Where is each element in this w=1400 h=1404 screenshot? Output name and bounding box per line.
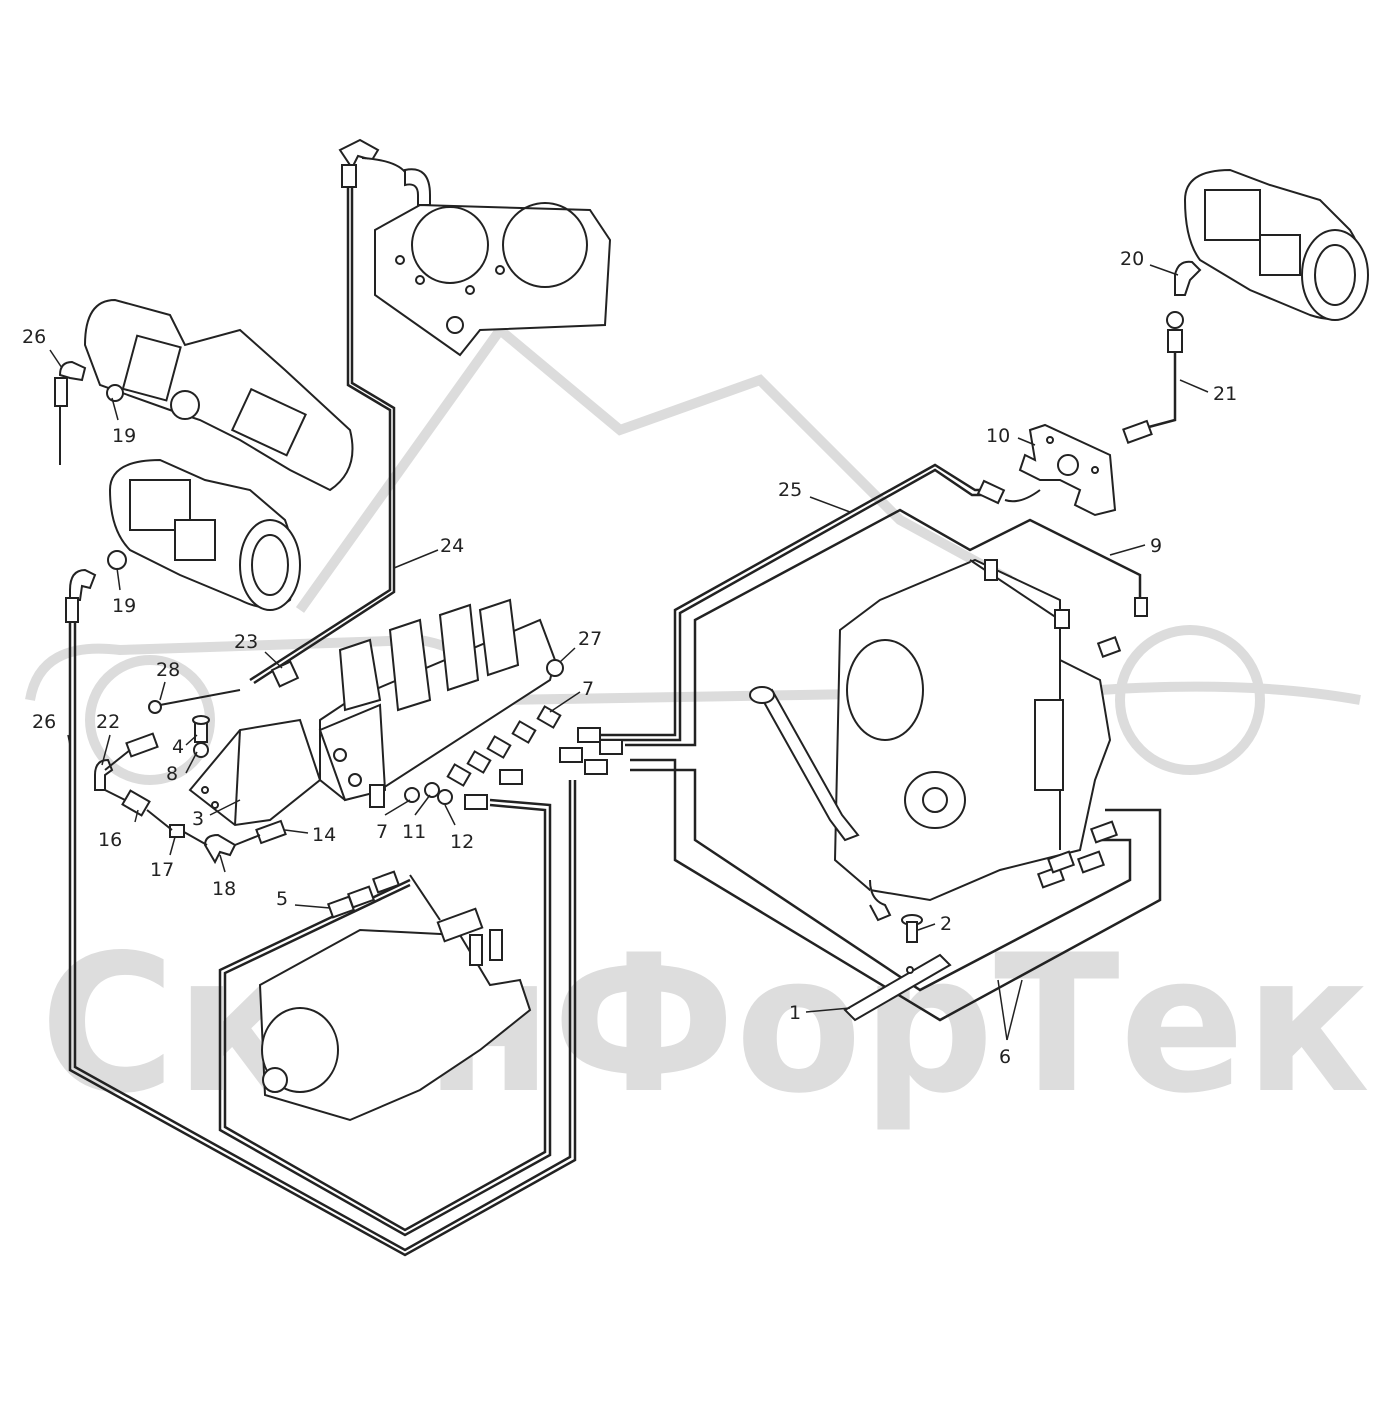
fitting-19b [65, 550, 127, 623]
fittings-10 [976, 419, 1153, 505]
hose-5-loop [218, 798, 552, 1237]
transmission-fittings [984, 559, 1148, 889]
fitting-23 [270, 660, 300, 688]
dipstick [749, 686, 860, 842]
leader-lines [49, 264, 1209, 1041]
callout-28: 28 [156, 659, 180, 681]
callout-27: 27 [578, 628, 602, 650]
fittings-pump-5 [326, 870, 401, 919]
watermark-excavator-arm [295, 322, 1013, 613]
hose-5-loop-inner [223, 803, 547, 1232]
callout-22: 22 [96, 711, 120, 733]
hose-9 [625, 508, 1142, 747]
callout-21: 21 [1213, 383, 1237, 405]
callout-26-top: 26 [22, 326, 46, 348]
callout-16: 16 [98, 829, 122, 851]
bolt-2 [901, 914, 923, 943]
callout-3: 3 [192, 808, 204, 830]
callout-19-lower: 19 [112, 595, 136, 617]
callout-20: 20 [1120, 248, 1144, 270]
hose-21 [1144, 350, 1177, 430]
watermark-brand: СканФорТек [40, 914, 1370, 1135]
watermark-wheel-right [1115, 625, 1265, 775]
callout-4: 4 [172, 736, 184, 758]
hose-6-a [630, 758, 1162, 1022]
callout-14: 14 [312, 824, 336, 846]
fitting-26a [54, 360, 124, 465]
hose-26-inner [73, 620, 572, 1252]
bolt-4-washer-8 [192, 715, 210, 758]
fitting-20 [1166, 260, 1202, 353]
fitting-27 [546, 659, 564, 677]
valve-outlet-fittings [404, 705, 623, 810]
callout-1: 1 [789, 1002, 801, 1024]
hydraulic-motor-left [108, 458, 301, 611]
hose-lines [68, 180, 1177, 1257]
callout-2: 2 [940, 913, 952, 935]
callout-19-top: 19 [112, 425, 136, 447]
callout-7-lower: 7 [376, 821, 388, 843]
hose-26 [68, 620, 577, 1257]
callout-25: 25 [778, 479, 802, 501]
elbow-fitting-top [338, 138, 431, 206]
callout-labels: 26 19 19 24 23 28 27 7 26 22 4 8 3 16 17… [22, 248, 1237, 1068]
line-art [54, 138, 1369, 1257]
callout-9: 9 [1150, 535, 1162, 557]
control-valve-block [318, 598, 557, 808]
callout-7-upper: 7 [582, 678, 594, 700]
hose-6-b [630, 768, 1132, 992]
hose-25-inner [600, 468, 1000, 742]
callout-10: 10 [986, 425, 1010, 447]
callout-23: 23 [234, 631, 258, 653]
callout-6: 6 [999, 1046, 1011, 1068]
cylinder-head-block [374, 202, 612, 357]
bolt-28 [148, 689, 241, 714]
callout-26-lower: 26 [32, 711, 56, 733]
hydraulic-pump-5 [258, 874, 532, 1122]
callout-11: 11 [402, 821, 426, 843]
callout-18: 18 [212, 878, 236, 900]
callout-17: 17 [150, 859, 174, 881]
callout-5: 5 [276, 888, 288, 910]
hose-24-inner [253, 180, 396, 685]
callout-12: 12 [450, 831, 474, 853]
transmission-housing [833, 558, 1112, 922]
hydraulic-motor-right [1183, 168, 1369, 321]
callout-24: 24 [440, 535, 464, 557]
strap-1 [843, 953, 952, 1022]
hose-24 [249, 180, 392, 682]
callout-8: 8 [166, 763, 178, 785]
hydraulic-cylinder [83, 298, 354, 492]
bracket-10 [1018, 423, 1117, 517]
fitting-chain-left [94, 732, 287, 865]
mounting-bracket-3 [188, 718, 322, 827]
